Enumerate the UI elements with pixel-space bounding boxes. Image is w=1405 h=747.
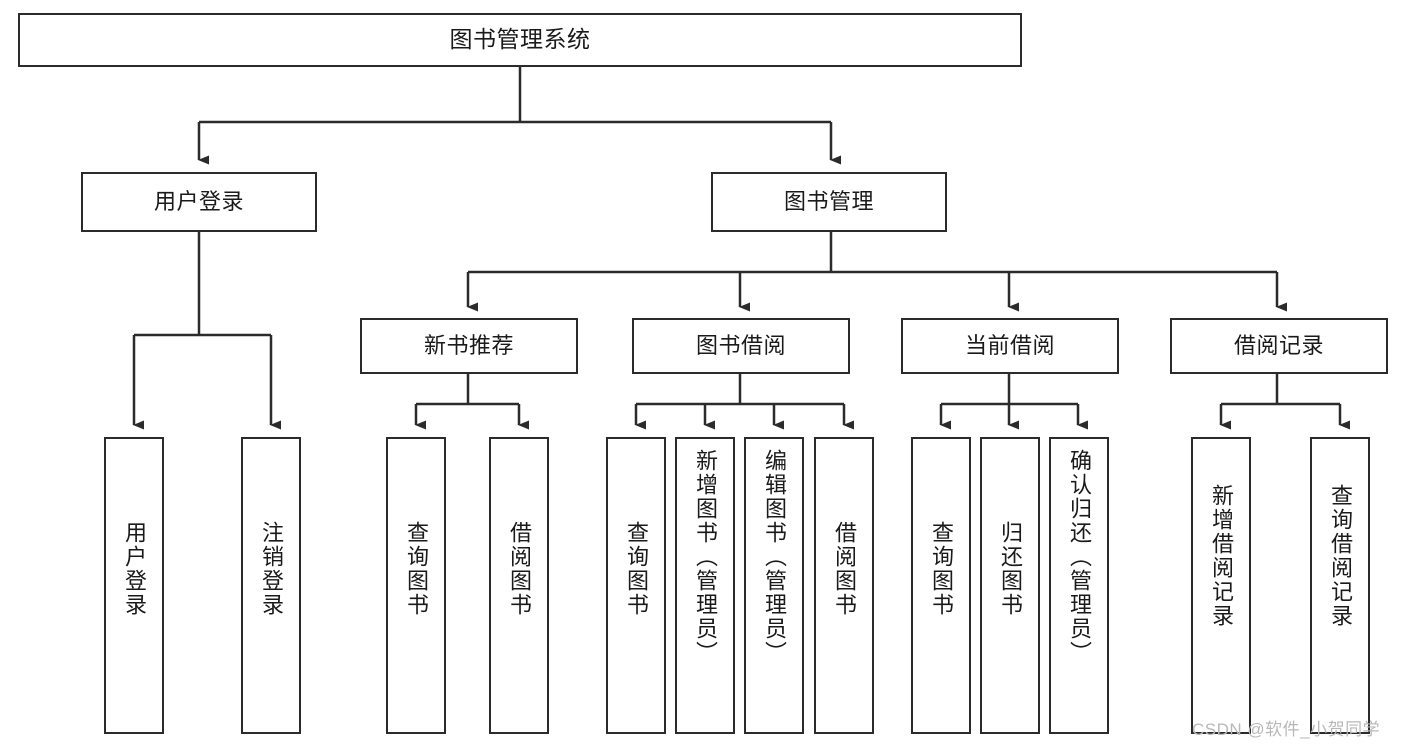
node-label: 新增图书（管理员） (693, 449, 718, 665)
node-label: 图书借阅 (695, 332, 786, 358)
node-label: 查询图书 (404, 521, 429, 617)
leaf-book-borrow-edit-book-admin[interactable]: 编辑图书（管理员） (744, 437, 804, 734)
node-label: 图书管理系统 (449, 26, 591, 53)
leaf-borrow-record-add-record[interactable]: 新增借阅记录 (1191, 437, 1251, 734)
node-label: 借阅图书 (832, 521, 857, 617)
node-label: 借阅记录 (1233, 332, 1324, 358)
node-book-management[interactable]: 图书管理 (711, 172, 947, 232)
leaf-user-login-login[interactable]: 用户登录 (104, 437, 164, 734)
leaf-new-book-query-book[interactable]: 查询图书 (386, 437, 446, 734)
leaf-borrow-record-query-record[interactable]: 查询借阅记录 (1310, 437, 1370, 734)
leaf-book-borrow-borrow-book[interactable]: 借阅图书 (814, 437, 874, 734)
leaf-book-borrow-add-book-admin[interactable]: 新增图书（管理员） (675, 437, 735, 734)
leaf-current-borrow-return-book[interactable]: 归还图书 (980, 437, 1040, 734)
node-label: 用户登录 (122, 521, 147, 617)
node-label: 图书管理 (783, 188, 874, 214)
node-book-borrow[interactable]: 图书借阅 (632, 318, 850, 374)
leaf-book-borrow-query-book[interactable]: 查询图书 (606, 437, 666, 734)
node-new-book-recommend[interactable]: 新书推荐 (360, 318, 578, 374)
node-label: 确认归还（管理员） (1067, 449, 1092, 665)
node-root-library-system[interactable]: 图书管理系统 (18, 13, 1022, 67)
watermark-csdn: CSDN @软件_小贺同学 (1192, 720, 1381, 739)
node-current-borrow[interactable]: 当前借阅 (901, 318, 1119, 374)
node-label: 当前借阅 (964, 332, 1055, 358)
node-label: 归还图书 (998, 521, 1023, 617)
leaf-current-borrow-query-book[interactable]: 查询图书 (911, 437, 971, 734)
leaf-current-borrow-confirm-return-admin[interactable]: 确认归还（管理员） (1049, 437, 1109, 734)
node-label: 编辑图书（管理员） (762, 449, 787, 665)
node-label: 新增借阅记录 (1209, 484, 1234, 628)
node-label: 用户登录 (153, 188, 244, 214)
node-label: 借阅图书 (507, 521, 532, 617)
node-user-login[interactable]: 用户登录 (81, 172, 317, 232)
node-label: 查询借阅记录 (1328, 484, 1353, 628)
leaf-user-login-logout[interactable]: 注销登录 (241, 437, 301, 734)
node-label: 查询图书 (929, 521, 954, 617)
leaf-new-book-borrow-book[interactable]: 借阅图书 (489, 437, 549, 734)
node-label: 查询图书 (624, 521, 649, 617)
node-label: 注销登录 (259, 521, 284, 617)
node-label: 新书推荐 (423, 332, 514, 358)
node-borrow-record[interactable]: 借阅记录 (1170, 318, 1388, 374)
